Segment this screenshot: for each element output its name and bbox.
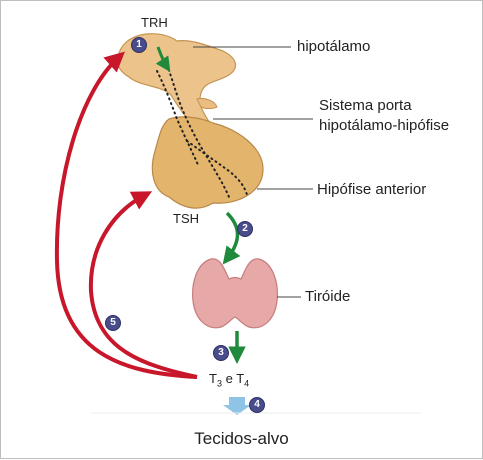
tsh-arrow (227, 213, 238, 259)
target-arrow (223, 397, 251, 415)
step-badge-3: 3 (213, 345, 229, 361)
and-text: e (226, 371, 233, 386)
step-badge-4: 4 (249, 397, 265, 413)
t3-t4-label: T3 e T4 (209, 371, 249, 389)
t4-text: T (236, 371, 244, 386)
t3-text: T (209, 371, 217, 386)
step-badge-5: 5 (105, 315, 121, 331)
hipofise-anterior-label: Hipófise anterior (317, 181, 426, 199)
tsh-label: TSH (173, 211, 199, 226)
t4-subscript: 4 (244, 379, 249, 389)
tiroide-label: Tiróide (305, 288, 350, 306)
trh-label: TRH (141, 15, 168, 30)
t3-subscript: 3 (217, 379, 222, 389)
tecidos-alvo-label: Tecidos-alvo (1, 429, 482, 449)
sistema-porta-label-2: hipotálamo-hipófise (319, 117, 449, 135)
thyroid-shape (193, 259, 278, 328)
step-badge-1: 1 (131, 37, 147, 53)
hipotalamo-label: hipotálamo (297, 38, 370, 56)
sistema-porta-label-1: Sistema porta (319, 97, 412, 115)
step-badge-2: 2 (237, 221, 253, 237)
